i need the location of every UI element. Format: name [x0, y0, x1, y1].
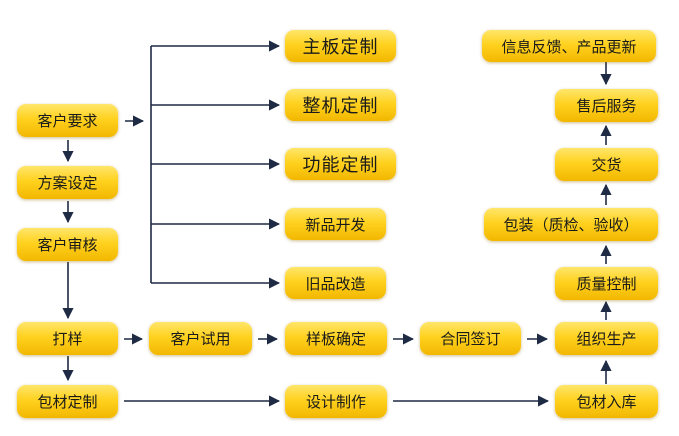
node-customer-review: 客户审核	[17, 228, 118, 261]
node-old-product-renovation: 旧品改造	[285, 267, 386, 299]
node-quality-control: 质量控制	[555, 267, 658, 300]
node-sampling: 打样	[17, 322, 118, 355]
node-packaging-custom: 包材定制	[17, 385, 118, 418]
node-package-inspection: 包装（质检、验收）	[484, 208, 658, 241]
node-packaging-warehousing: 包材入库	[555, 385, 658, 418]
node-customer-trial: 客户试用	[149, 322, 252, 355]
node-whole-machine-custom: 整机定制	[285, 89, 396, 121]
node-function-custom: 功能定制	[285, 148, 396, 180]
node-delivery: 交货	[555, 148, 658, 181]
node-sample-confirmed: 样板确定	[285, 322, 387, 355]
node-after-sales: 售后服务	[555, 89, 658, 122]
node-feedback-update: 信息反馈、产品更新	[482, 30, 656, 62]
node-contract-signing: 合同签订	[420, 322, 521, 355]
node-new-product-dev: 新品开发	[285, 208, 386, 240]
node-design-production: 设计制作	[285, 385, 387, 418]
node-mainboard-custom: 主板定制	[285, 30, 396, 62]
node-organize-production: 组织生产	[555, 322, 658, 355]
node-plan-setting: 方案设定	[17, 166, 118, 199]
node-customer-requirement: 客户要求	[17, 104, 118, 137]
